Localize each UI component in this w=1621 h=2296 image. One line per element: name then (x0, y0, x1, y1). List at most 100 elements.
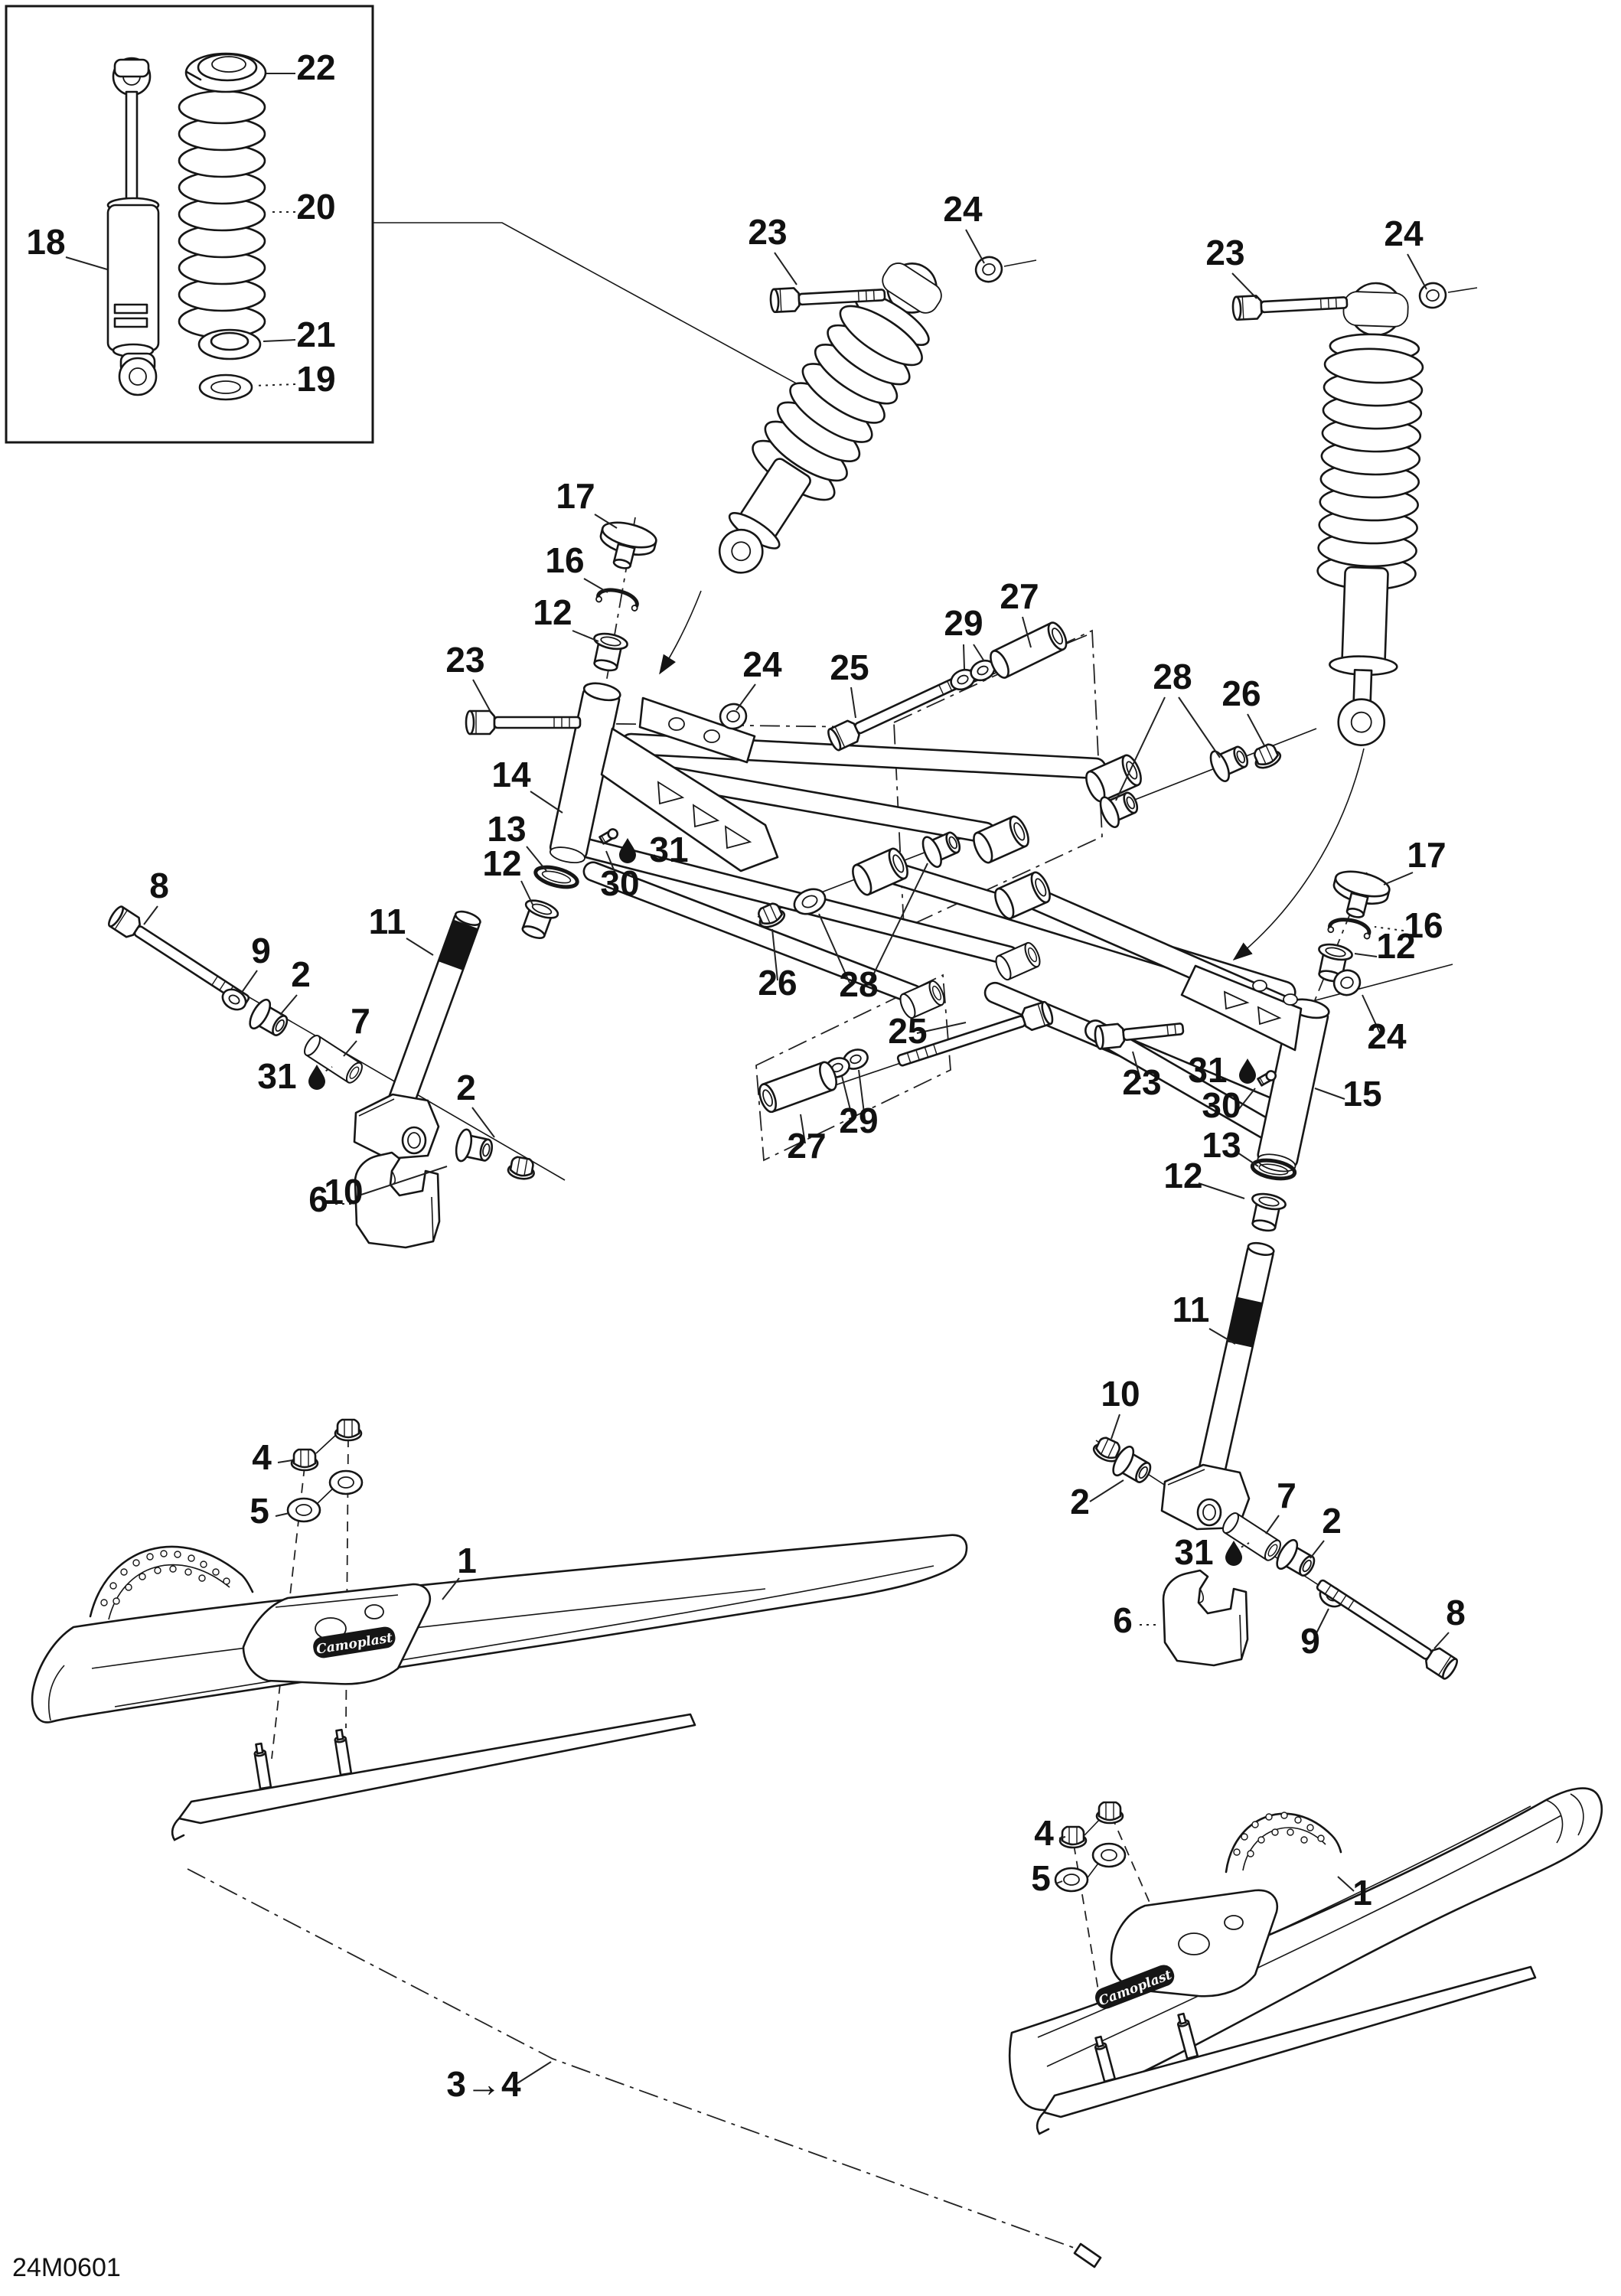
leader-line (800, 1114, 806, 1144)
callout-24: 24 (943, 189, 983, 229)
bushing-12 (1245, 1190, 1288, 1235)
leader-line (442, 1577, 460, 1600)
leader-line (517, 2061, 552, 2084)
callout-30: 30 (1202, 1085, 1241, 1125)
leader-line (1337, 1876, 1355, 1892)
pivot-hardware (753, 618, 1284, 1115)
leader-line (583, 578, 608, 593)
leader-line (1247, 713, 1265, 746)
callout-10: 10 (1101, 1374, 1140, 1414)
part-code: 24M0601 (12, 2253, 121, 2282)
callout-18: 18 (26, 222, 65, 262)
callout-12: 12 (1376, 926, 1415, 966)
logo-box (1095, 1965, 1175, 2009)
runner-stud (332, 1728, 353, 1776)
washer-5 (1054, 1867, 1089, 1893)
inset-leader-line (373, 222, 810, 391)
cap-17 (593, 517, 660, 576)
rubber-stop-6 (1162, 1569, 1249, 1667)
leader-line (275, 1512, 290, 1517)
callout-28: 28 (1153, 657, 1192, 696)
rubber-stop-6 (354, 1151, 441, 1249)
bracket-hole (668, 717, 685, 731)
bracket-hole (1283, 993, 1298, 1006)
leader-line (869, 863, 928, 983)
leader-line (735, 683, 756, 711)
callout-17: 17 (1407, 835, 1446, 875)
callout-17: 17 (556, 476, 595, 516)
callout-27: 27 (1000, 576, 1039, 616)
leader-line (1314, 1088, 1345, 1100)
stud-line-left-1 (271, 1466, 305, 1760)
shock-mount-arrow-right (1232, 748, 1365, 961)
pair-link-3 (1084, 1818, 1101, 1836)
nut-4 (290, 1448, 319, 1472)
callout-6: 6 (308, 1179, 328, 1219)
leader-line (1235, 1150, 1259, 1167)
callout-25: 25 (888, 1011, 927, 1051)
callout-24: 24 (1367, 1016, 1407, 1056)
leader-line (1374, 926, 1404, 931)
callout-26: 26 (1221, 673, 1261, 713)
leader-line (263, 339, 296, 342)
ski-leg-clamp (1160, 1463, 1251, 1531)
callout-31: 31 (649, 830, 688, 869)
shock-absorber-18 (106, 57, 160, 396)
leader-line (143, 905, 158, 925)
callout-9: 9 (251, 931, 271, 970)
left-ski: Camoplast (31, 1418, 968, 1841)
left-shock-absorber (718, 263, 942, 574)
callout-21: 21 (296, 315, 335, 354)
leader-line (1198, 1182, 1245, 1199)
callout-10: 10 (324, 1172, 363, 1212)
leader-line (1238, 1088, 1256, 1110)
callout-23: 23 (1205, 233, 1244, 272)
gusset-plate-right (1180, 964, 1303, 1052)
bolt-23 (465, 709, 582, 735)
leader-line (472, 679, 491, 713)
inset-box (5, 5, 374, 444)
callout-7: 7 (1277, 1476, 1296, 1515)
pair-link-1 (315, 1433, 338, 1454)
leader-line (520, 880, 533, 905)
oring-13 (533, 863, 579, 891)
leader-line (818, 913, 850, 983)
axis-right-spindle-washer (1300, 964, 1453, 1005)
leader-line (343, 1040, 357, 1057)
callout-24: 24 (742, 644, 782, 684)
leader-line (240, 970, 258, 994)
leader-line (1115, 696, 1166, 801)
callout-2: 2 (456, 1068, 476, 1107)
right-ski: Camoplast (1009, 1787, 1603, 2268)
bushing-2 (245, 996, 294, 1043)
callout-27: 27 (787, 1126, 826, 1166)
sleeve-27 (755, 1058, 841, 1115)
leader-line (1265, 1515, 1280, 1534)
ski-body (31, 1534, 968, 1724)
callout-31: 31 (1188, 1050, 1227, 1090)
callout-1: 1 (457, 1541, 477, 1580)
leader-line (1362, 994, 1381, 1035)
spring-cap-22 (184, 52, 267, 93)
mount-plane-lower (755, 974, 951, 1162)
bolt-8 (1311, 1573, 1461, 1682)
bushing-12 (587, 630, 630, 675)
nut-4 (334, 1418, 363, 1442)
callout-28: 28 (839, 964, 878, 1004)
saddle-hole (1224, 1915, 1244, 1930)
leader-line (319, 1066, 333, 1075)
ski-handle-outer (1225, 1812, 1342, 1874)
ski-rail (114, 1565, 934, 1707)
callout-4: 4 (1034, 1813, 1054, 1853)
leader-line (1310, 1540, 1325, 1559)
washer-24 (971, 252, 1006, 287)
leader-line (406, 938, 434, 956)
logo-box (313, 1626, 396, 1658)
ski-tip-curl (1570, 1793, 1584, 1836)
sleeve-27 (986, 618, 1071, 682)
leader-line (1383, 872, 1414, 885)
shock-mount-arrow-left (659, 590, 702, 675)
bolt-23 (1231, 289, 1349, 321)
callout-31: 31 (1174, 1532, 1213, 1572)
callout-23: 23 (748, 212, 787, 252)
